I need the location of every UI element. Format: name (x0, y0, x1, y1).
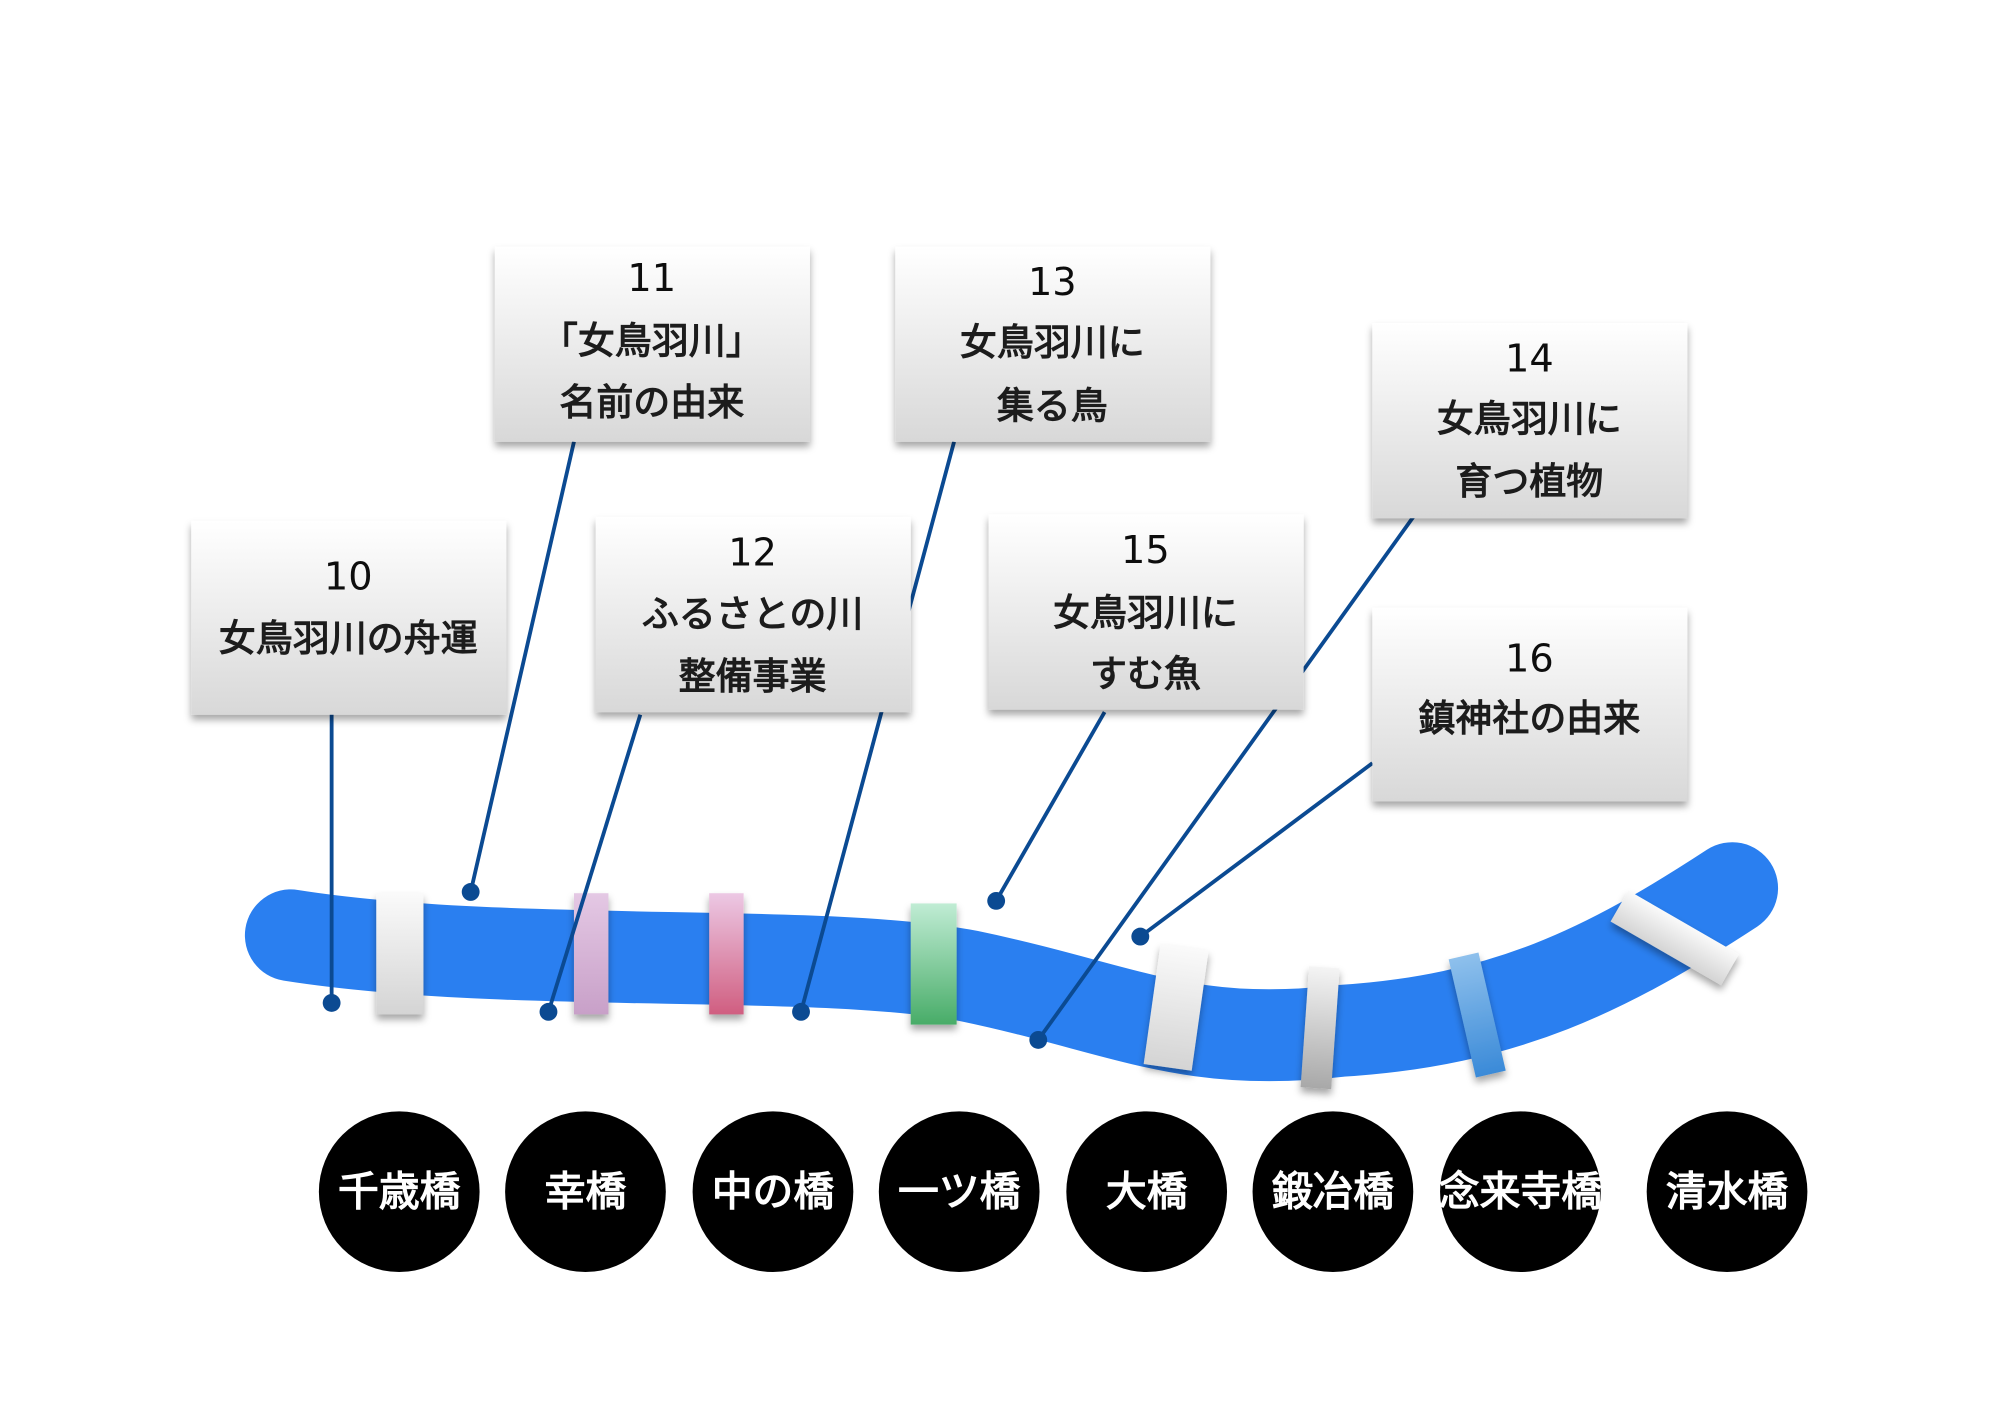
bridge-marker-kaji (1300, 966, 1340, 1090)
topic-box-10[interactable]: 10 女鳥羽川の舟運 (191, 520, 507, 715)
bridge-name: 清水橋 (1666, 1168, 1789, 1216)
topic-box-16[interactable]: 16 鎮神社の由来 (1372, 607, 1688, 802)
bridge-shimizu[interactable]: 清水橋 (1646, 1111, 1808, 1273)
topic-box-14[interactable]: 14 女鳥羽川に 育つ植物 (1372, 323, 1688, 519)
bridge-nenraiji[interactable]: 念来寺橋 (1439, 1111, 1602, 1273)
topic-label: 鎮神社の由来 (1418, 697, 1640, 740)
topic-label: 女鳥羽川の舟運 (219, 617, 478, 660)
topic-number: 10 (324, 555, 373, 600)
bridge-name: 念来寺橋 (1439, 1168, 1602, 1216)
bridge-kaji[interactable]: 鍛冶橋 (1252, 1111, 1414, 1273)
bridge-markers (376, 890, 1739, 1090)
topic-box-15[interactable]: 15 女鳥羽川に すむ魚 (988, 514, 1304, 710)
bridge-chitose[interactable]: 千歳橋 (318, 1111, 480, 1273)
bridge-name: 大橋 (1106, 1168, 1188, 1216)
bridge-name: 幸橋 (545, 1168, 627, 1216)
topic-label: 「女鳥羽川」 (541, 320, 763, 363)
bridge-marker-hitotsu (910, 903, 957, 1025)
river (244, 842, 1779, 1082)
bridge-saiwai[interactable]: 幸橋 (505, 1111, 666, 1273)
topic-label: 集る鳥 (996, 385, 1108, 428)
topic-box-12[interactable]: 12 ふるさとの川 整備事業 (595, 516, 911, 713)
bridge-marker-chitose (376, 893, 424, 1015)
topic-number: 12 (728, 530, 777, 575)
topic-label: 育つ植物 (1455, 460, 1603, 503)
bridge-name: 一ツ橋 (898, 1168, 1021, 1216)
topic-label: 名前の由来 (559, 381, 744, 424)
topic-box-13[interactable]: 13 女鳥羽川に 集る鳥 (895, 246, 1211, 442)
bridge-marker-nenraiji (1448, 952, 1506, 1078)
topic-label: すむ魚 (1090, 653, 1201, 696)
topic-number: 13 (1028, 260, 1077, 305)
topic-label: 女鳥羽川に (1053, 591, 1238, 634)
bridge-marker-shimizu (1610, 890, 1739, 986)
bridge-ohashi[interactable]: 大橋 (1066, 1111, 1228, 1273)
bridge-marker-ohashi (1143, 944, 1209, 1071)
leader-lines (322, 441, 1415, 1049)
topic-number: 15 (1121, 528, 1170, 573)
topic-number: 16 (1505, 636, 1554, 681)
bridge-name: 鍛冶橋 (1272, 1168, 1395, 1216)
bridge-name: 中の橋 (712, 1168, 835, 1216)
topic-label: 整備事業 (679, 655, 827, 698)
bridge-marker-naka (709, 893, 744, 1015)
bridge-naka[interactable]: 中の橋 (692, 1111, 854, 1273)
topic-label: 女鳥羽川に (1437, 397, 1622, 440)
topic-number: 11 (627, 256, 676, 301)
topic-number: 14 (1505, 337, 1554, 382)
topic-box-11[interactable]: 11 「女鳥羽川」 名前の由来 (494, 246, 810, 442)
topic-label: 女鳥羽川に (960, 321, 1145, 364)
bridge-name: 千歳橋 (338, 1168, 461, 1216)
bridge-labels: 千歳橋 幸橋 中の橋 一ツ橋 大橋 鍛冶橋 念来寺橋 清水橋 (318, 1111, 1808, 1273)
bridge-hitotsu[interactable]: 一ツ橋 (878, 1111, 1040, 1273)
topic-label: ふるさとの川 (642, 593, 863, 636)
